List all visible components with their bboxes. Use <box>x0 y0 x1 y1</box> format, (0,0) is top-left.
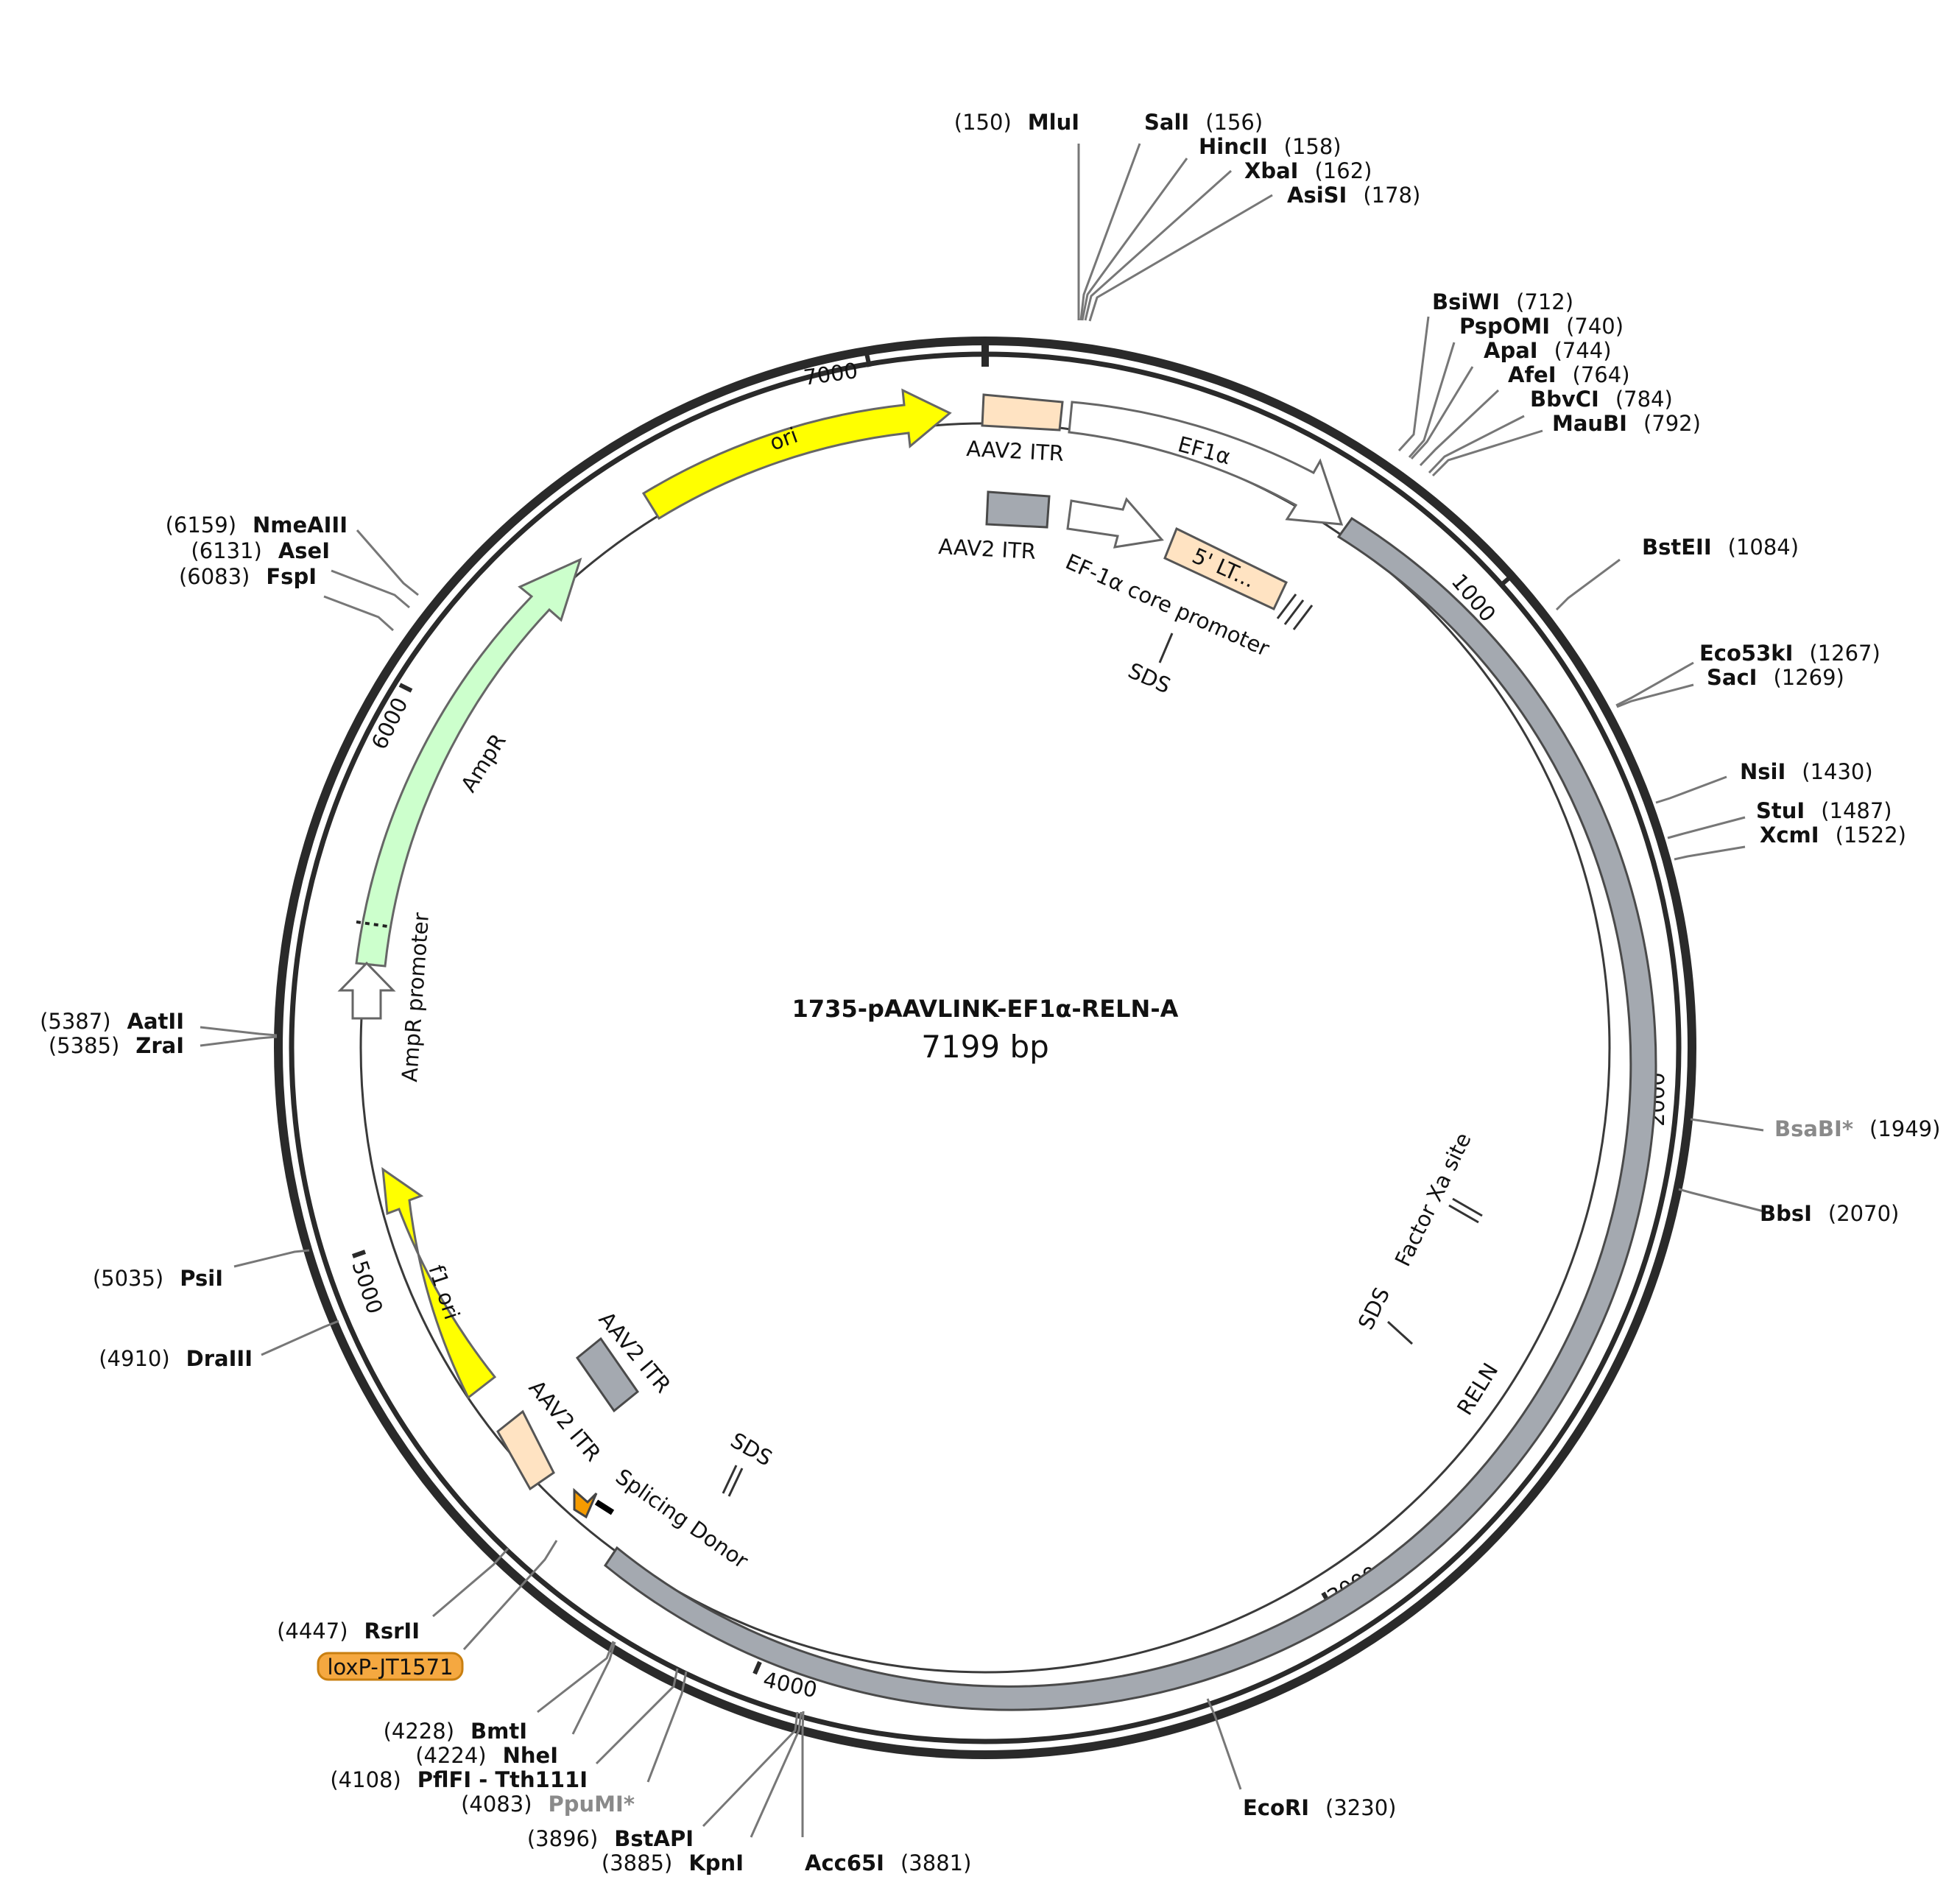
site-apai: ApaI(744) <box>1484 338 1612 363</box>
splicing-donor-feature[interactable] <box>573 1487 598 1519</box>
sds-right-label: SDS <box>1353 1283 1395 1334</box>
tick-7000 <box>864 353 872 367</box>
reln-feature[interactable] <box>603 516 1657 1711</box>
aav2-itr-top-feature[interactable] <box>981 393 1064 432</box>
sds-top-pointer <box>1158 633 1174 663</box>
ef1a-feature[interactable] <box>1068 401 1344 526</box>
sds-lower-label: SDS <box>727 1428 777 1471</box>
site-bmti: (4228)BmtI <box>384 1719 527 1744</box>
site-psii: (5035)PsiI <box>93 1266 223 1291</box>
site-aatii: (5387)AatII <box>40 1009 184 1034</box>
splicing-donor-label: Splicing Donor <box>611 1464 752 1574</box>
tick-5000 <box>352 1250 366 1258</box>
site-ecori: EcoRI(3230) <box>1243 1795 1396 1820</box>
site-asisi: AsiSI(178) <box>1287 183 1420 208</box>
site-stui: StuI(1487) <box>1756 798 1892 823</box>
site-acc65i: Acc65I(3881) <box>805 1850 971 1875</box>
site-lines <box>200 143 1764 1838</box>
tick-4000 <box>752 1660 762 1675</box>
site-rsrii: (4447)RsrII <box>277 1619 420 1644</box>
factor-xa-label: Factor Xa site <box>1390 1129 1476 1270</box>
aav2-itr-lower-peach-feature[interactable] <box>496 1409 555 1491</box>
site-maubi: MauBI(792) <box>1552 411 1701 436</box>
site-labels: (150)MluI SalI(156) HincII(158) XbaI(162… <box>40 110 1940 1875</box>
site-nmeaiii: (6159)NmeAIII <box>166 513 348 538</box>
site-bstapi: (3896)BstAPI <box>527 1826 694 1851</box>
site-bbvci: BbvCI(784) <box>1530 387 1673 412</box>
f1-ori-feature[interactable] <box>381 1166 497 1400</box>
sds-top-marks <box>1276 594 1314 630</box>
ori-feature[interactable] <box>641 388 952 521</box>
site-kpni: (3885)KpnI <box>602 1850 744 1875</box>
ampr-promoter-label: AmpR promoter <box>397 912 434 1082</box>
site-saci: SacI(1269) <box>1707 665 1844 690</box>
loxp-label: loxP-JT1571 <box>327 1655 453 1680</box>
plasmid-size: 7199 bp <box>921 1029 1049 1065</box>
five-lt-feature[interactable] <box>1163 526 1288 610</box>
sds-top-label: SDS <box>1124 658 1174 698</box>
tick-6000 <box>398 683 413 693</box>
loxp-box[interactable] <box>317 1652 464 1681</box>
site-eco53ki: Eco53kI(1267) <box>1699 641 1880 666</box>
site-fspi: (6083)FspI <box>179 564 317 589</box>
ampr-label: AmpR <box>456 729 511 797</box>
ampr-feature[interactable] <box>355 557 582 968</box>
site-pspomi: PspOMI(740) <box>1459 314 1624 339</box>
aav2-itr-inner-top-feature[interactable] <box>985 490 1051 529</box>
sds-right-pointer <box>1386 1320 1414 1345</box>
ampr-promoter-feature[interactable] <box>337 961 396 1020</box>
aav2-itr-top-label: AAV2 ITR <box>966 436 1065 466</box>
site-xcmi: XcmI(1522) <box>1760 823 1906 848</box>
factor-xa-marks <box>1448 1197 1483 1224</box>
site-asei: (6131)AseI <box>191 538 330 563</box>
site-pflfi-tth111i: (4108)PflFI - Tth111I <box>330 1767 588 1792</box>
site-afei: AfeI(764) <box>1508 362 1630 387</box>
plasmid-name: 1735-pAAVLINK-EF1α-RELN-A <box>792 995 1179 1023</box>
site-nhei: (4224)NheI <box>415 1743 558 1768</box>
site-sali: SalI(156) <box>1144 110 1263 135</box>
site-bsteii: BstEII(1084) <box>1642 535 1799 560</box>
site-zrai: (5385)ZraI <box>49 1033 184 1058</box>
site-hincii: HincII(158) <box>1199 134 1342 159</box>
site-ppumi: (4083)PpuMI* <box>461 1792 635 1817</box>
tick-1000 <box>1499 574 1512 588</box>
aav2-itr-inner-top-label: AAV2 ITR <box>938 534 1037 564</box>
site-nsii: NsiI(1430) <box>1740 759 1873 784</box>
site-bsabi: BsaBI*(1949) <box>1774 1116 1940 1141</box>
aav2-itr-lower-gray-feature[interactable] <box>575 1336 640 1413</box>
site-draiii: (4910)DraIII <box>99 1346 253 1371</box>
site-xbai: XbaI(162) <box>1244 158 1372 183</box>
tick-label-5000: 5000 <box>347 1258 387 1317</box>
sds-lower-marks <box>722 1465 744 1497</box>
site-bsiwi: BsiWI(712) <box>1432 289 1573 314</box>
site-mlui: (150)MluI <box>954 110 1079 135</box>
reln-label: RELN <box>1452 1359 1503 1420</box>
ef1a-core-promoter-feature[interactable] <box>1066 497 1164 549</box>
site-bbsi: BbsI(2070) <box>1760 1201 1899 1226</box>
splicing-donor-connector <box>594 1499 615 1515</box>
